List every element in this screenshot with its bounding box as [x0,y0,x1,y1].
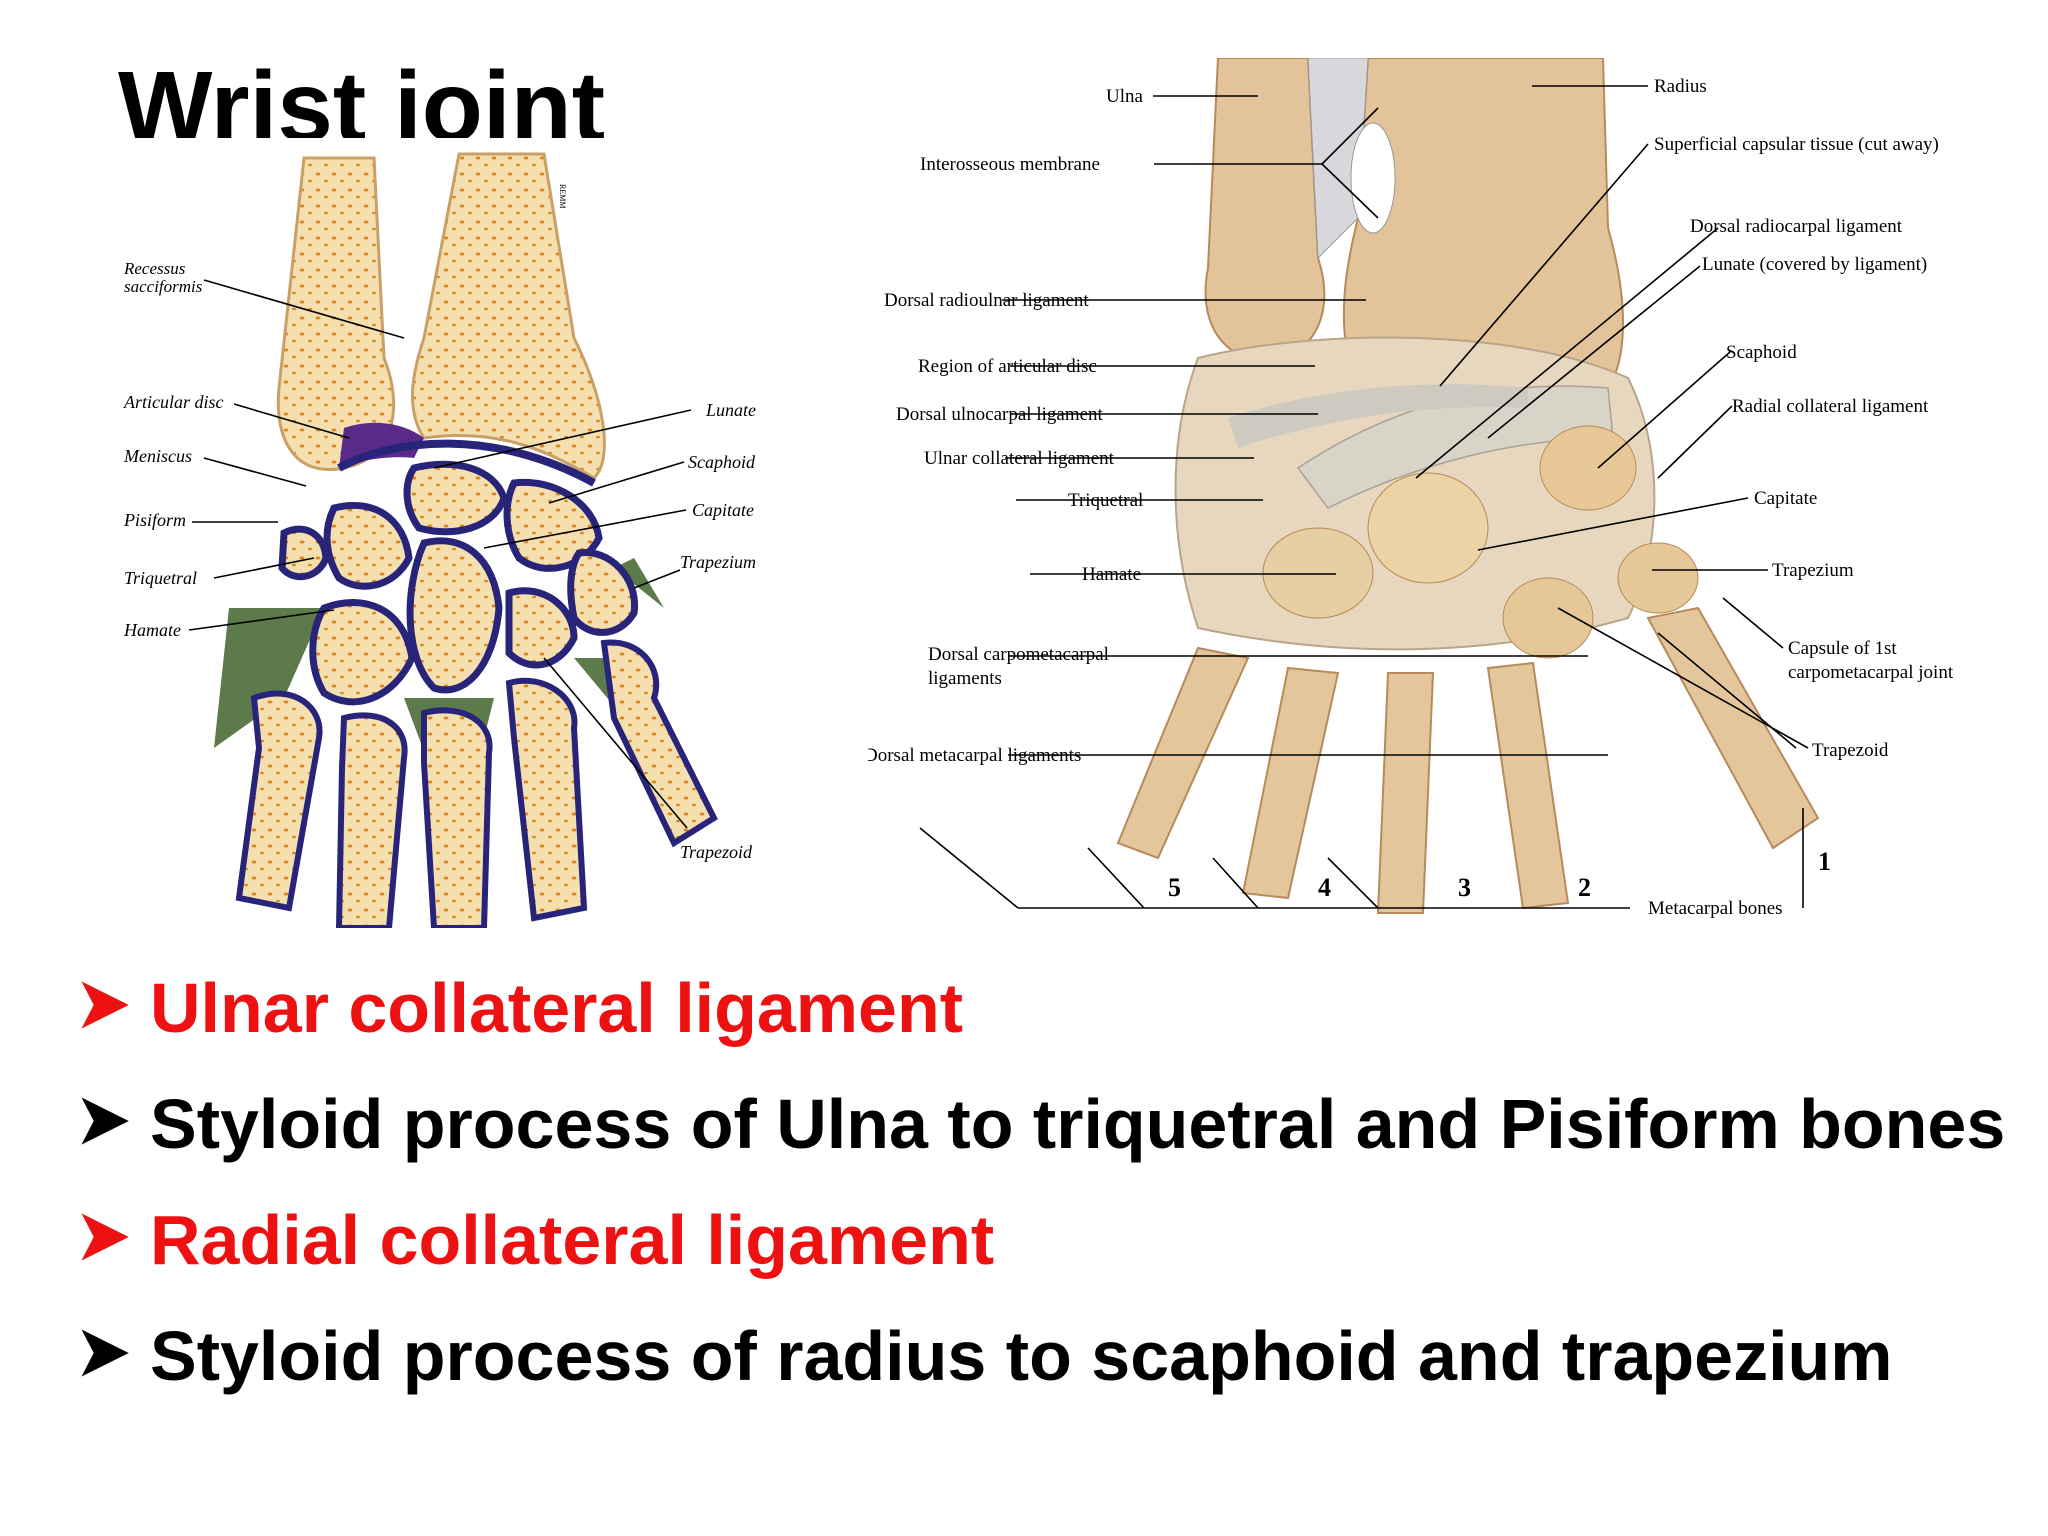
superficial-capsular-label: Superficial capsular tissue (cut away) [1654,134,1939,155]
metacarpal-3 [1376,672,1435,914]
dorsal-metacarpal-label: Dorsal metacarpal ligaments [868,745,1081,766]
metacarpal-5 [235,690,323,912]
triquetral-label: Triquetral [1068,490,1143,511]
dorsal-cmc-label-2: ligaments [928,668,1002,689]
dorsal-ulnocarpal-label: Dorsal ulnocarpal ligament [896,404,1104,425]
dorsal-radiocarpal-label: Dorsal radiocarpal ligament [1690,216,1903,237]
metacarpal-4 [1241,666,1340,900]
triquetral-bone [323,501,413,590]
bullet-item: Styloid process of Ulna to triquetral an… [74,1076,2034,1192]
trapezium-bone [1617,542,1699,614]
metacarpal-numbers: 5 4 3 2 1 [1168,847,1831,902]
left-leader-lines [188,279,692,829]
metacarpal-number-4: 4 [1318,873,1331,902]
ligament-fibers [1228,384,1528,448]
interosseous-label: Interosseous membrane [920,154,1100,175]
capitate-bone [1367,472,1489,584]
hamate-label: Hamate [123,620,181,640]
metacarpal-2 [505,677,588,922]
bullet-text: Ulnar collateral ligament [150,969,964,1047]
lunate-bone [403,460,508,536]
right-labels: Ulna Radius Interosseous membrane Superf… [864,76,1954,919]
metacarpal-number-1: 1 [1818,847,1831,876]
bullet-list: Ulnar collateral ligament Styloid proces… [74,960,2034,1424]
dorsal-ligaments-diagram: Ulna Radius Interosseous membrane Superf… [864,57,2048,924]
slide-title: Wrist joint [118,51,606,140]
metacarpal-number-3: 3 [1458,873,1471,902]
metacarpal-number-5: 5 [1168,873,1181,902]
cartilage-line [337,439,596,487]
metacarpal-1 [1646,606,1820,850]
capsule-1st-cmc-label-1: Capsule of 1st [1788,638,1897,659]
trapezoid-bone [1502,577,1594,659]
metacarpal-5 [1116,646,1250,860]
capitate-label: Capitate [1754,488,1817,509]
trapezium-label: Trapezium [680,552,756,572]
scaphoid-bone [1539,425,1637,511]
radius-label: Radius [1654,76,1707,97]
dorsal-radiocarpal-band [1296,385,1614,509]
lunate-label: Lunate [705,400,756,420]
forearm-bones [1204,57,1624,390]
metacarpal-2 [1486,661,1570,910]
bullet-item: Styloid process of radius to scaphoid an… [74,1308,2034,1424]
capitate-label: Capitate [692,500,754,520]
meniscus-label: Meniscus [123,446,192,466]
dorsal-radioulnar-label: Dorsal radioulnar ligament [884,290,1089,311]
arrowhead-bullet-icon [74,974,136,1036]
metacarpals [1116,606,1820,914]
right-leader-lines [919,85,1809,909]
trapezium-bone [567,548,639,636]
capitate-bone [406,537,503,694]
dorsal-cmc-label-1: Dorsal carpometacarpal [928,644,1109,665]
bullet-text: Styloid process of radius to scaphoid an… [150,1317,1893,1395]
hamate-label: Hamate [1082,564,1141,585]
metacarpal-1 [600,639,718,848]
coronal-section-diagram: Recessus sacciformis Articular disc Meni… [74,138,808,931]
bullet-text: Styloid process of Ulna to triquetral an… [150,1085,2006,1163]
metacarpal-number-2: 2 [1578,873,1591,902]
lunate-covered-label: Lunate (covered by ligament) [1702,254,1927,275]
arrowhead-bullet-icon [74,1206,136,1268]
bullet-text: Radial collateral ligament [150,1201,995,1279]
metacarpal-bones-label: Metacarpal bones [1648,898,1783,919]
pisiform-bone [278,525,330,581]
radial-collateral-label: Radial collateral ligament [1732,396,1929,417]
trapezoid-label: Trapezoid [680,842,753,862]
scaphoid-label: Scaphoid [688,452,756,472]
ulnar-collateral-label: Ulnar collateral ligament [924,448,1115,469]
ulna-shaft [1204,57,1326,365]
bullet-item: Radial collateral ligament [74,1192,2034,1308]
bullet-item: Ulnar collateral ligament [74,960,2034,1076]
trapezoid-bone [505,587,578,669]
carpal-region [1174,336,1699,659]
artist-signature: REMM [558,184,567,208]
trapezium-label: Trapezium [1772,560,1854,581]
articular-disc-label: Articular disc [123,392,224,412]
pisiform-label: Pisiform [123,510,186,530]
capsule-1st-cmc-label-2: carpometacarpal joint [1788,662,1954,683]
metacarpal-3 [421,707,493,931]
triquetral-label: Triquetral [124,568,197,588]
recessus-label-2: sacciformis [124,277,203,296]
scaphoid-label: Scaphoid [1726,342,1797,363]
trapezoid-label: Trapezoid [1812,740,1889,761]
radius-bone [411,152,606,480]
recessus-label-1: Recessus [123,259,186,278]
metacarpal-4 [335,712,408,931]
arrowhead-bullet-icon [74,1322,136,1384]
hamate-bone [309,598,416,706]
arrowhead-bullet-icon [74,1090,136,1152]
region-articular-disc-label: Region of articular disc [918,356,1097,377]
ulna-label: Ulna [1106,86,1144,107]
hamate-bone [1262,527,1374,619]
